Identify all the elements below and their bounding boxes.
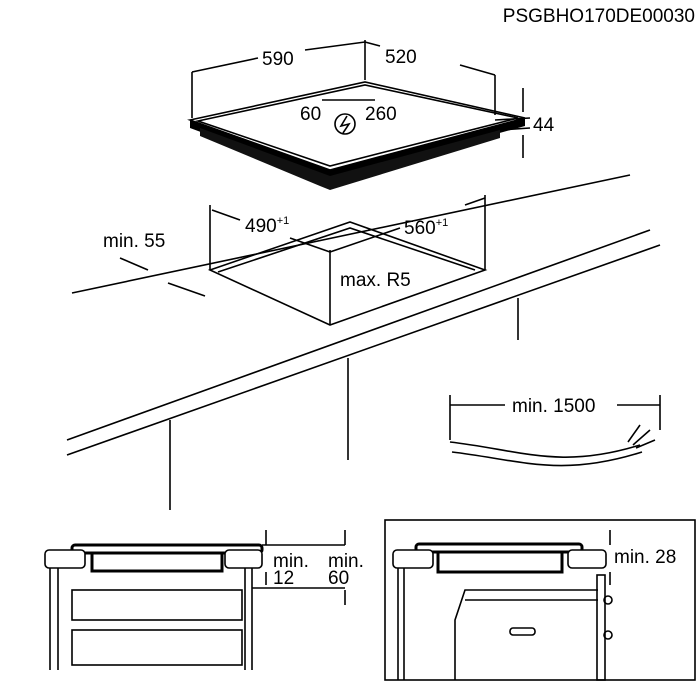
gap-label: min. (273, 551, 309, 572)
cable-length: min. 1500 (512, 396, 595, 417)
depth-label: min. (328, 551, 364, 572)
cutout-width: 490+1 (245, 215, 289, 237)
drawing-code: PSGBHO170DE00030 (503, 6, 695, 27)
min-28: min. 28 (614, 547, 676, 568)
edge-min: min. 55 (103, 231, 165, 252)
depth-value: 60 (328, 568, 349, 589)
electric-connection-icon (339, 115, 351, 134)
conn-right: 260 (365, 104, 397, 125)
hob-drawing (187, 40, 531, 190)
cable-drawing (449, 395, 661, 467)
hob-height: 44 (533, 115, 555, 136)
cutout-radius: max. R5 (340, 270, 411, 291)
section-right (384, 519, 696, 681)
hob-width: 590 (262, 49, 294, 70)
conn-left: 60 (300, 104, 321, 125)
section-left (44, 530, 346, 670)
countertop-drawing (66, 174, 661, 510)
gap-value: 12 (273, 568, 294, 589)
hob-depth: 520 (385, 47, 417, 68)
cutout-depth: 560+1 (404, 217, 448, 239)
